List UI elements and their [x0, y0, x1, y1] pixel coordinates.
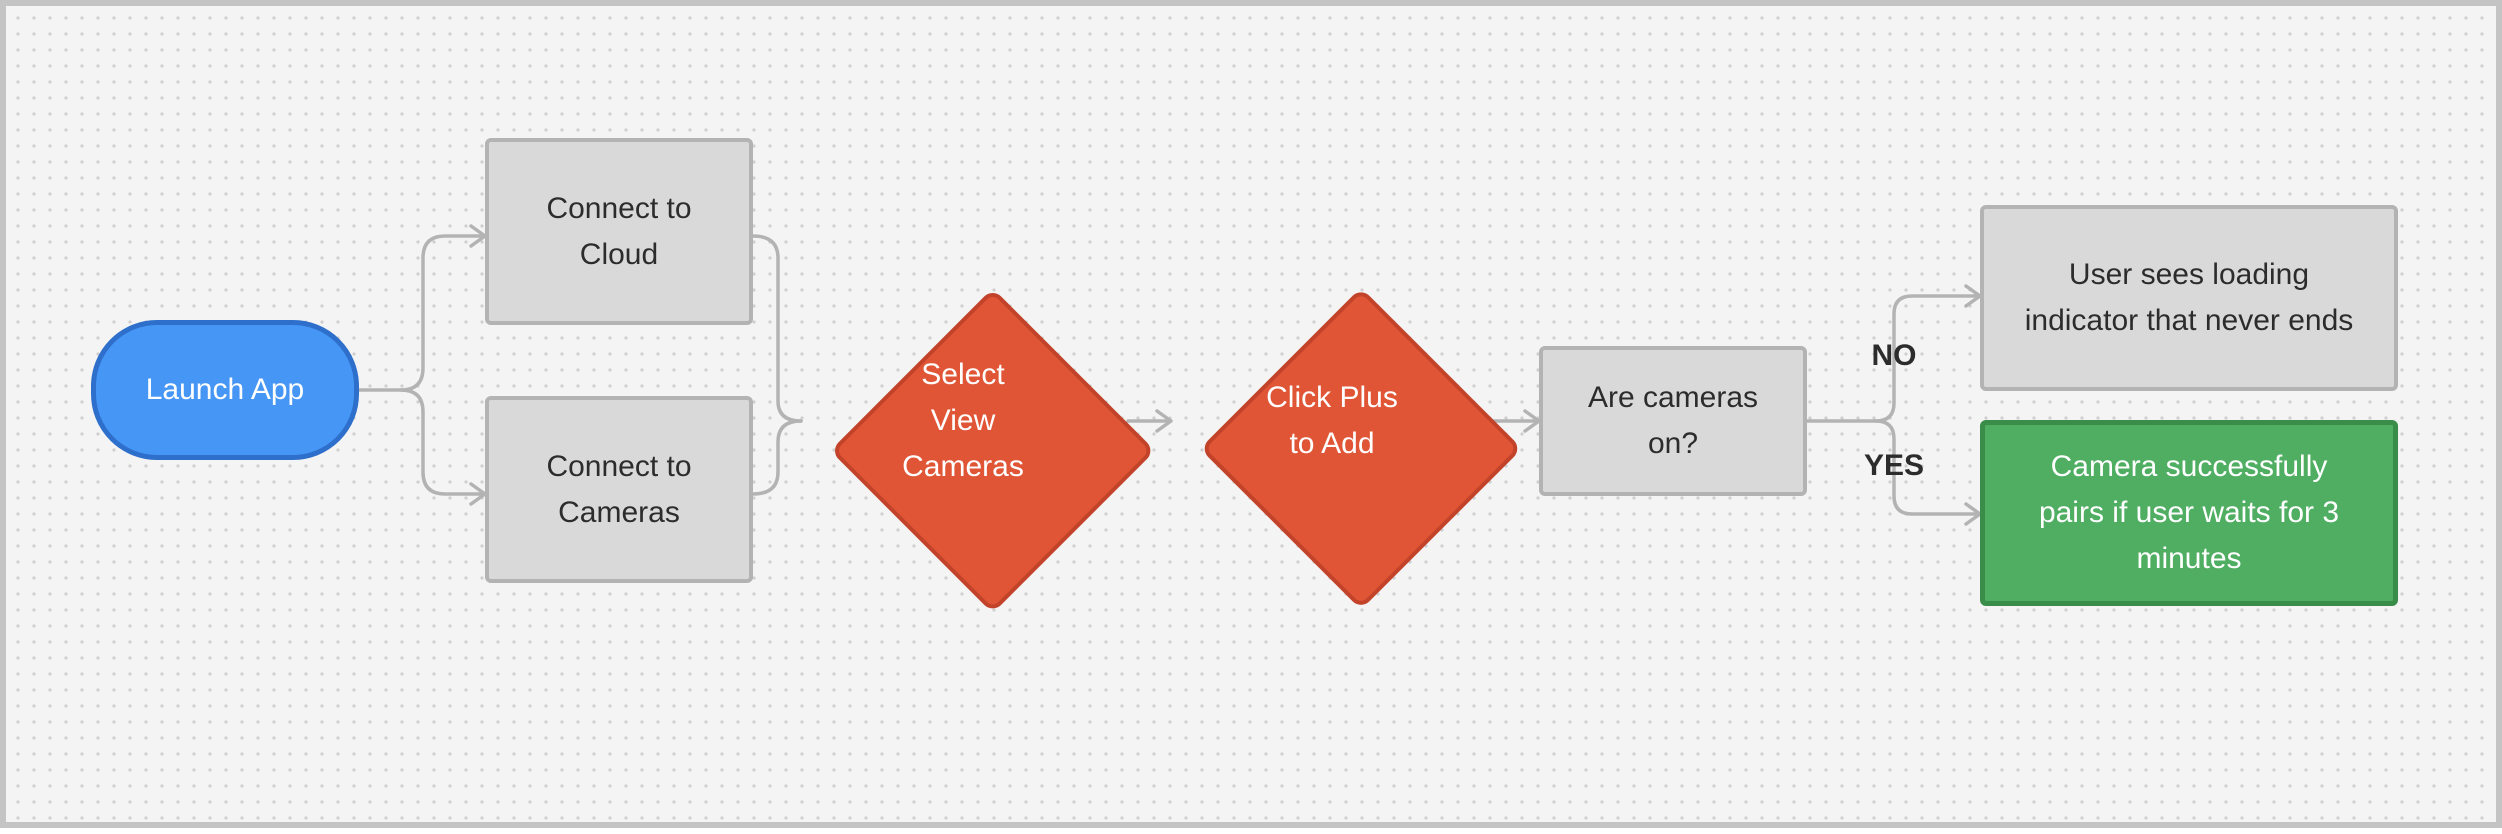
node-connect-to-cameras[interactable]: Connect to Cameras — [485, 396, 753, 583]
edge-label-no: NO — [1871, 339, 1917, 372]
node-select-view-cameras-line2: View — [930, 404, 996, 437]
node-connect-to-cloud[interactable]: Connect to Cloud — [485, 138, 753, 325]
node-connect-to-cameras-line1: Connect to — [546, 449, 692, 483]
edge-cloud-to-select — [751, 234, 803, 423]
connectors-layer — [356, 224, 1982, 609]
node-are-cameras-on-line2: on? — [1647, 427, 1699, 460]
edge-no — [1804, 294, 1980, 423]
node-loading-line1: User sees loading — [2068, 258, 2310, 291]
node-click-plus-line2: to Add — [1289, 427, 1375, 460]
node-click-plus-to-add[interactable]: Click Plus to Add — [1232, 321, 1432, 521]
node-click-plus-line1: Click Plus — [1266, 381, 1398, 414]
node-camera-pairs-line3: minutes — [2136, 542, 2242, 575]
arrowhead-click — [1155, 409, 1173, 433]
node-connect-to-cloud-line1: Connect to — [546, 191, 692, 225]
node-loading-never-ends[interactable]: User sees loading indicator that never e… — [1980, 205, 2398, 391]
node-launch-app[interactable]: Launch App — [91, 320, 359, 460]
node-are-cameras-on[interactable]: Are cameras on? — [1539, 346, 1807, 496]
edge-label-yes: YES — [1863, 449, 1925, 482]
node-are-cameras-on-line1: Are cameras — [1587, 381, 1759, 414]
node-select-view-cameras-line1: Select — [921, 358, 1005, 391]
diamond-select-view-cameras-shape — [835, 293, 1151, 609]
diamond-click-plus-shape — [1204, 292, 1518, 605]
node-select-view-cameras[interactable]: Select View Cameras — [863, 321, 1063, 521]
node-select-view-cameras-line3: Cameras — [902, 450, 1024, 483]
node-camera-pairs-line1: Camera successfully — [2050, 450, 2328, 483]
node-connect-to-cloud-line2: Cloud — [579, 237, 659, 271]
node-camera-pairs-line2: pairs if user waits for 3 — [2038, 496, 2340, 529]
node-connect-to-cameras-line2: Cameras — [558, 495, 680, 529]
node-camera-pairs[interactable]: Camera successfully pairs if user waits … — [1980, 420, 2398, 606]
edge-launch-to-cloud — [356, 234, 485, 392]
edge-launch-to-cameras — [399, 388, 485, 496]
node-launch-app-label: Launch App — [145, 373, 305, 406]
node-loading-line2: indicator that never ends — [2024, 304, 2354, 337]
edge-yes — [1874, 419, 1980, 516]
edge-cameras-to-select — [751, 419, 803, 496]
